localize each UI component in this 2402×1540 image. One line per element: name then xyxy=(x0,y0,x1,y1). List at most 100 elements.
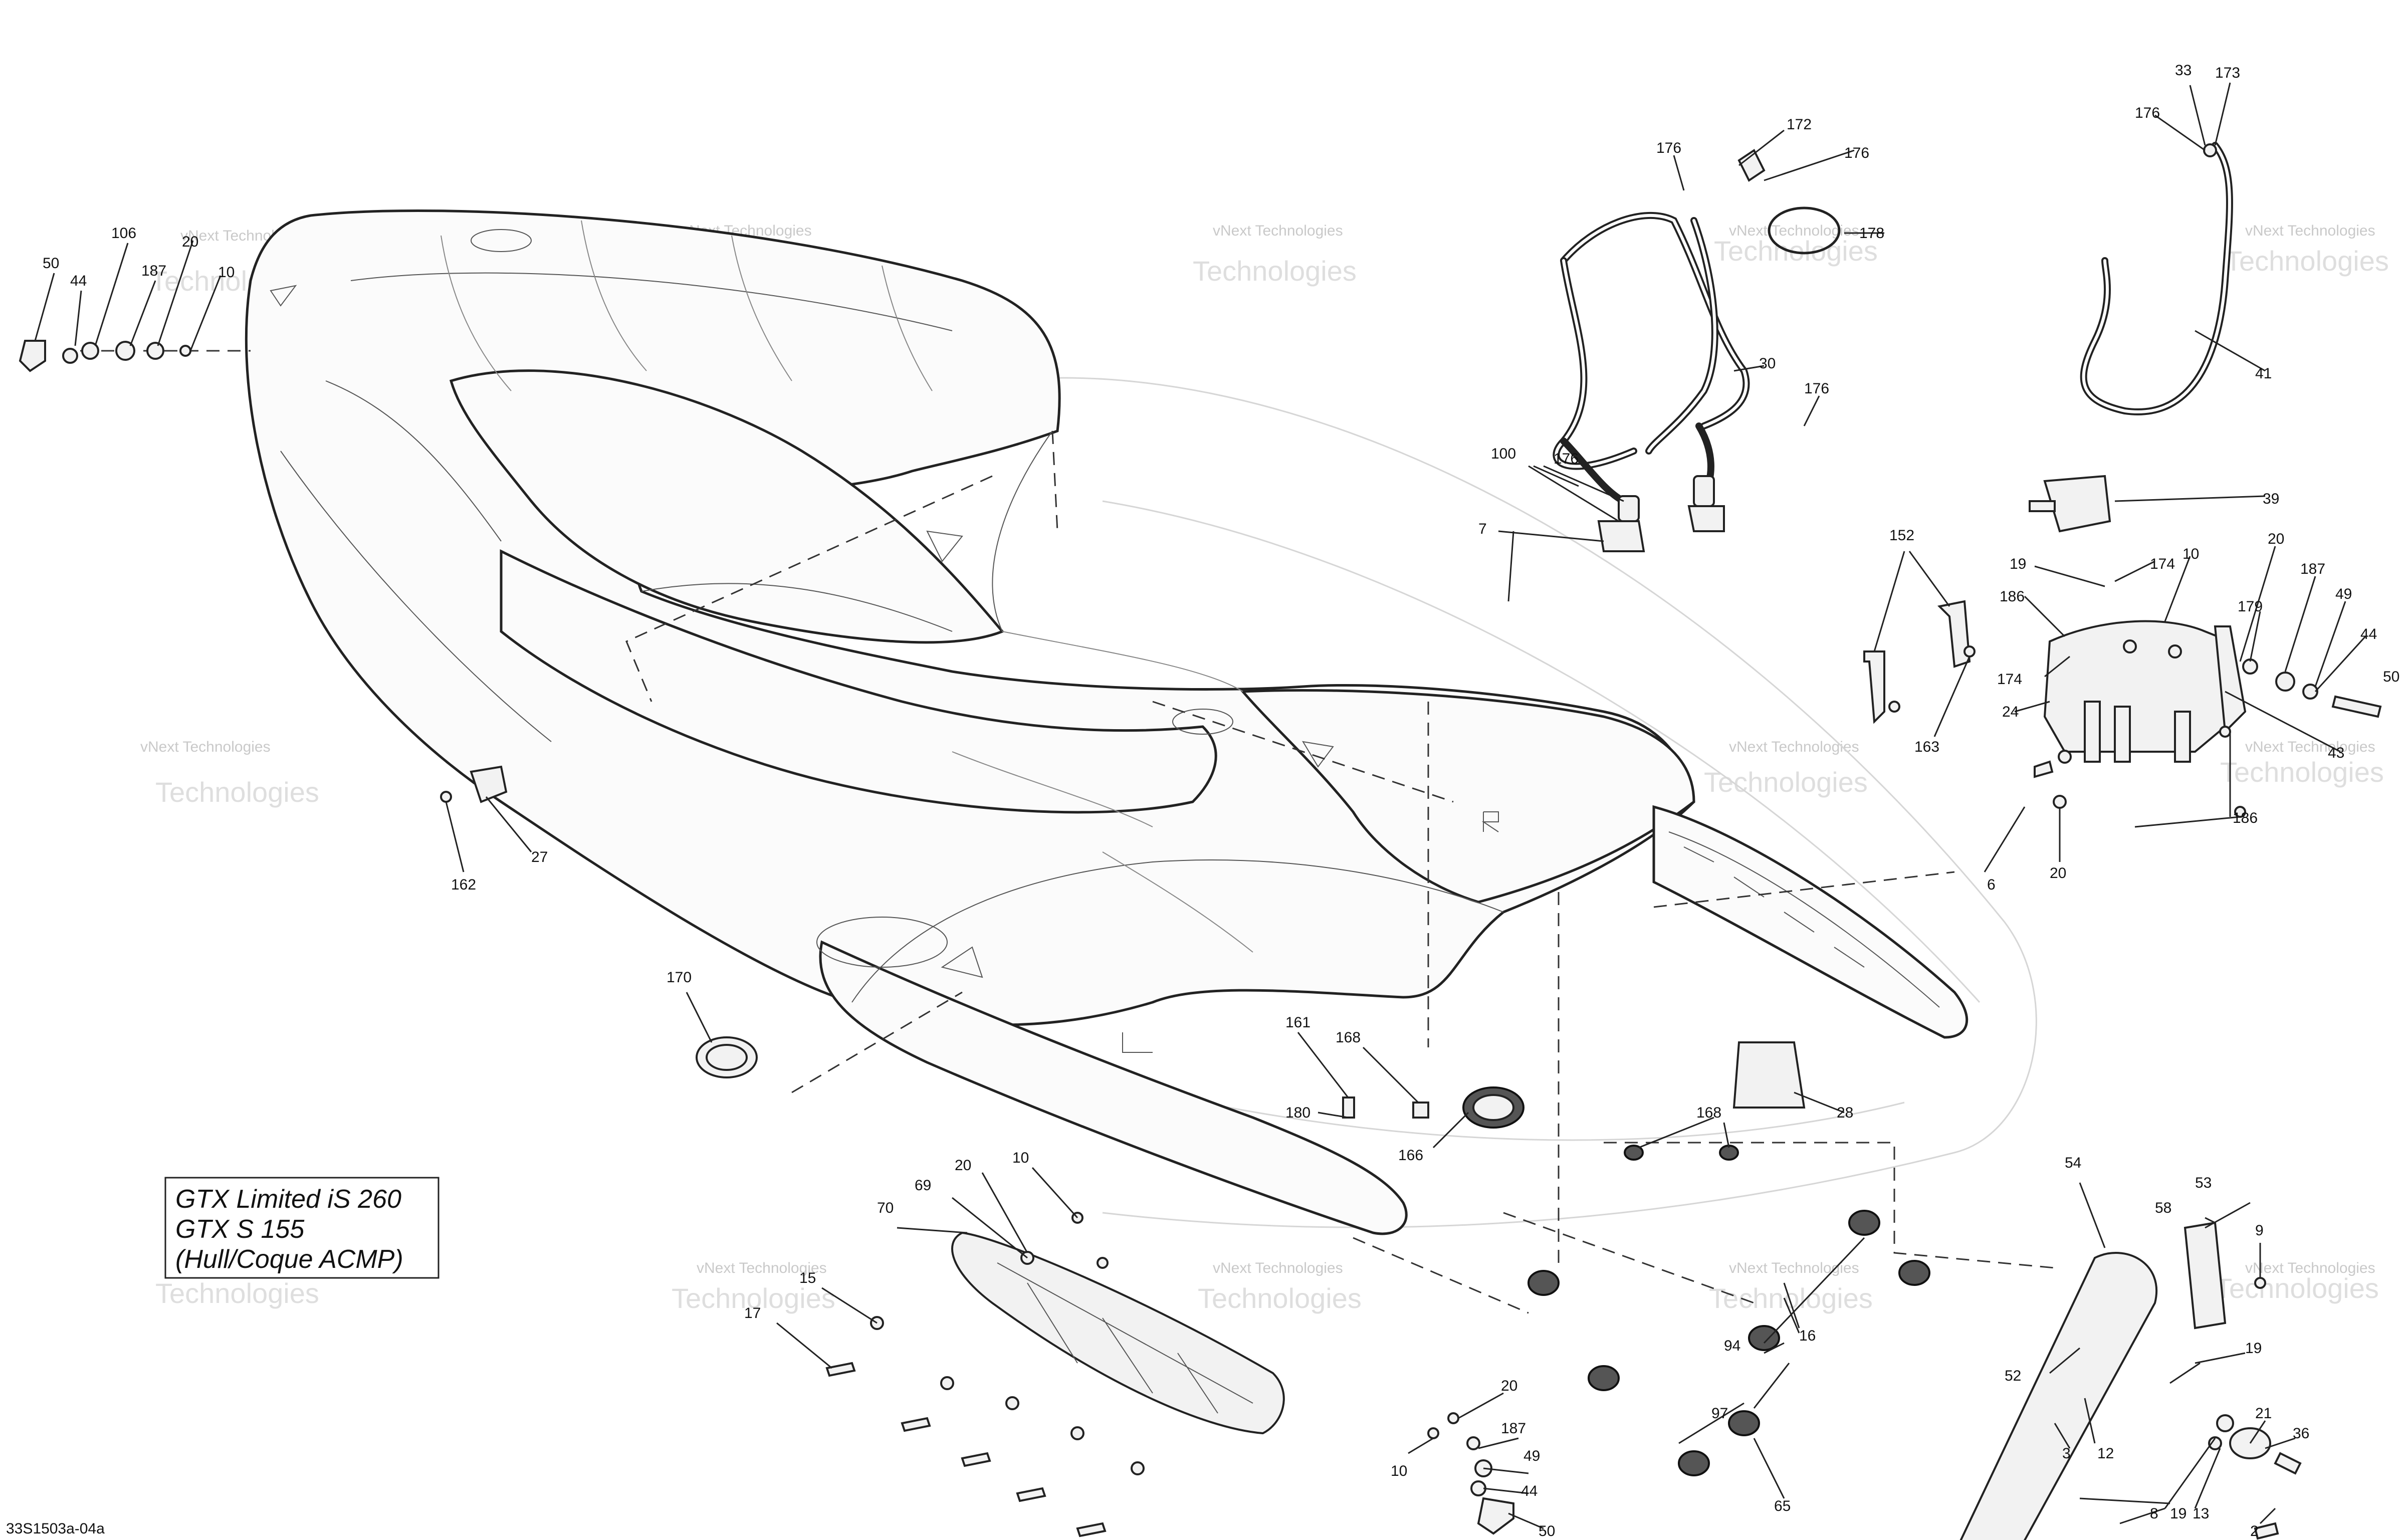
part-label: 176 xyxy=(1844,145,1869,161)
part-label: 172 xyxy=(1787,116,1812,133)
watermark: Technologies xyxy=(2220,756,2384,788)
part-label: 19 xyxy=(2170,1505,2187,1522)
part-label: 52 xyxy=(2005,1368,2021,1384)
part-label: 97 xyxy=(1711,1405,1728,1422)
part-label: 17 xyxy=(744,1305,761,1322)
part-label: 41 xyxy=(2255,365,2272,382)
part-label: 19 xyxy=(2010,556,2026,572)
watermark: vNext Technologies xyxy=(140,739,271,755)
leader-lines xyxy=(34,82,2366,1529)
part-label: 21 xyxy=(2255,1405,2272,1422)
document-code: 33S1503a-04a xyxy=(6,1520,105,1537)
watermark: vNext Technologies xyxy=(1213,1260,1343,1276)
part-label: 8 xyxy=(2150,1505,2158,1522)
small-parts xyxy=(19,340,2302,1540)
part-label: 176 xyxy=(1656,140,1681,156)
part-label: 7 xyxy=(1478,521,1487,537)
part-label: 6 xyxy=(1987,876,1996,893)
part-label: 176 xyxy=(1554,451,1579,467)
part-label: 173 xyxy=(2215,65,2240,81)
part-label: 10 xyxy=(1391,1463,1407,1479)
model-box-frame xyxy=(164,1177,440,1279)
part-label: 43 xyxy=(2328,745,2344,761)
part-label: 163 xyxy=(1914,739,1939,755)
part-label: 19 xyxy=(2245,1340,2262,1357)
part-label: 16 xyxy=(1799,1328,1816,1344)
part-label: 100 xyxy=(1491,446,1516,462)
part-label: 176 xyxy=(1804,380,1829,397)
watermark: Technologies xyxy=(1714,235,1878,267)
part-label: 58 xyxy=(2155,1200,2171,1216)
part-label: 186 xyxy=(2233,810,2258,826)
part-label: 170 xyxy=(667,969,692,986)
part-label: 176 xyxy=(2135,105,2160,121)
part-label: 44 xyxy=(1521,1483,1538,1499)
hull-deck xyxy=(245,209,1969,1235)
watermark: vNext Technologies xyxy=(1729,1260,1859,1276)
watermark: Technologies xyxy=(2215,1272,2379,1304)
part-label: 187 xyxy=(1501,1420,1526,1437)
part-label: 10 xyxy=(218,264,235,281)
part-label: 33 xyxy=(2175,62,2192,79)
part-label: 180 xyxy=(1285,1105,1311,1121)
watermark: vNext Technologies xyxy=(697,1260,827,1276)
part-label: 166 xyxy=(1398,1147,1423,1164)
part-label: 13 xyxy=(2193,1505,2209,1522)
part-label: 69 xyxy=(915,1177,931,1194)
watermark: Technologies xyxy=(2225,245,2389,277)
part-label: 187 xyxy=(2300,561,2325,577)
hull-ghost-outline xyxy=(1002,377,2037,1228)
part-label: 186 xyxy=(2000,588,2025,605)
watermark: Technologies xyxy=(672,1282,835,1314)
part-label: 12 xyxy=(2097,1445,2114,1462)
watermark: Technologies xyxy=(155,1277,319,1309)
part-label: 152 xyxy=(1889,527,1914,544)
watermark: Technologies xyxy=(1198,1282,1362,1314)
part-label: 161 xyxy=(1285,1014,1311,1031)
part-label: 2 xyxy=(2250,1523,2259,1539)
bracket-assembly xyxy=(2029,475,2382,818)
part-label: 174 xyxy=(2150,556,2175,572)
part-label: 53 xyxy=(2195,1175,2212,1191)
part-label: 3 xyxy=(2062,1445,2071,1462)
part-label: 174 xyxy=(1997,671,2022,688)
part-label-layer: 50 44 106 187 20 10 176 172 176 178 30 1… xyxy=(43,62,2399,1539)
part-label: 94 xyxy=(1724,1338,1740,1354)
part-label: 15 xyxy=(799,1270,816,1286)
part-label: 39 xyxy=(2263,491,2279,507)
watermark: vNext Technologies xyxy=(1213,223,1343,239)
brackets-152 xyxy=(1863,600,1976,724)
part-label: 70 xyxy=(877,1200,894,1216)
part-label: 20 xyxy=(1501,1378,1517,1394)
part-label: 106 xyxy=(111,225,136,242)
watermark: Technologies xyxy=(1704,766,1868,798)
part-label: 30 xyxy=(1759,355,1776,372)
part-label: 50 xyxy=(43,255,59,272)
part-label: 179 xyxy=(2238,598,2263,615)
model-info-box: GTX Limited iS 260 GTX S 155 (Hull/Coque… xyxy=(164,1177,440,1279)
part-label: 28 xyxy=(1837,1105,1853,1121)
hose-41 xyxy=(2080,142,2233,415)
model-line-1: GTX Limited iS 260 xyxy=(175,1185,401,1214)
model-line-3: (Hull/Coque ACMP) xyxy=(175,1245,403,1274)
part-label: 49 xyxy=(1523,1448,1540,1464)
part-label: 44 xyxy=(70,273,87,289)
part-label: 20 xyxy=(2268,531,2284,547)
part-label: 50 xyxy=(2383,669,2399,685)
part-label: 168 xyxy=(1696,1105,1721,1121)
part-label: 49 xyxy=(2335,586,2352,602)
part-label: 10 xyxy=(1012,1150,1029,1166)
part-label: 20 xyxy=(2050,865,2066,882)
part-label: 44 xyxy=(2360,626,2377,642)
model-line-2: GTX S 155 xyxy=(175,1215,305,1244)
watermark: vNext Technologies xyxy=(2245,223,2375,239)
part-label: 168 xyxy=(1336,1029,1361,1046)
watermark: Technologies xyxy=(155,776,319,808)
part-label: 50 xyxy=(1539,1523,1555,1539)
part-label: 178 xyxy=(1859,225,1884,242)
part-label: 9 xyxy=(2255,1222,2264,1239)
part-label: 24 xyxy=(2002,704,2019,720)
watermark: Technologies xyxy=(1193,255,1357,287)
watermark: vNext Technologies xyxy=(2245,739,2375,755)
